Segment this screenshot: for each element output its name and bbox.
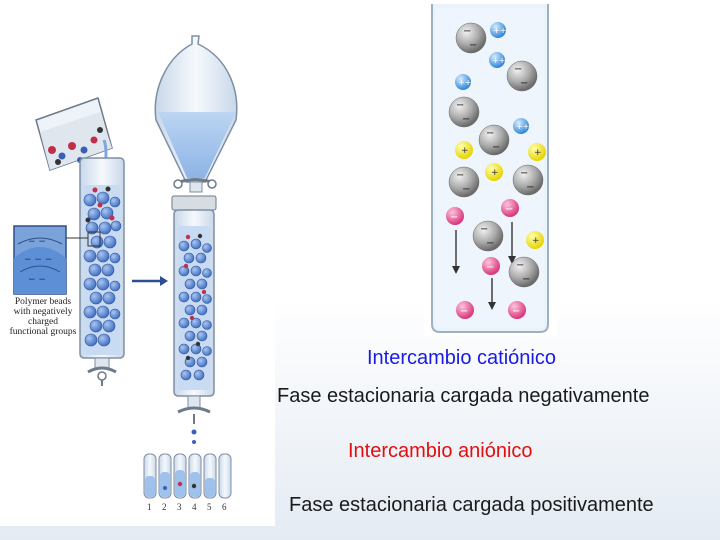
svg-text:−: −: [516, 260, 524, 271]
svg-text:−: −: [462, 184, 470, 195]
svg-text:++: ++: [493, 26, 506, 35]
svg-text:−: −: [520, 168, 528, 179]
negative-phase-caption: Fase estacionaria cargada negativamente: [277, 385, 650, 407]
svg-text:−: −: [526, 182, 534, 193]
svg-text:+: +: [461, 146, 469, 156]
svg-text:+: +: [491, 168, 499, 178]
bead-magnified-inset: − − − − − − −: [13, 225, 101, 295]
svg-text:−: −: [512, 306, 520, 317]
process-arrow: [132, 276, 168, 286]
svg-text:− −: − −: [28, 275, 46, 285]
svg-text:−: −: [522, 274, 530, 285]
blue-cations: [455, 22, 529, 134]
svg-text:−: −: [492, 142, 500, 153]
tube-number-4: 4: [192, 502, 197, 512]
svg-text:++: ++: [458, 78, 471, 87]
separatory-funnel: [154, 35, 238, 193]
pink-anion-signs: − − − − −: [450, 204, 520, 317]
svg-text:+: +: [534, 148, 542, 158]
bead-charge-signs: − − − − − − − − − − − − − − − −: [456, 26, 534, 285]
svg-text:−: −: [456, 100, 464, 111]
svg-text:−: −: [505, 204, 513, 215]
cation-exchange-caption: Intercambio catiónico: [367, 347, 556, 369]
pouring-beaker: [35, 97, 113, 176]
collection-tubes: [143, 453, 232, 499]
svg-text:++: ++: [516, 122, 529, 131]
polymer-beads-note: Polymer beads with negatively charged fu…: [9, 297, 77, 337]
svg-text:++: ++: [492, 56, 505, 65]
elution-column: [171, 195, 217, 444]
svg-text:−: −: [460, 306, 468, 317]
yellow-cations: [455, 141, 546, 249]
tube-number-3: 3: [177, 502, 182, 512]
svg-text:− − −: − − −: [24, 255, 52, 265]
svg-text:−: −: [462, 114, 470, 125]
svg-text:−: −: [469, 40, 477, 51]
svg-text:− −: − −: [28, 237, 46, 247]
svg-text:−: −: [486, 238, 494, 249]
packed-column: [79, 157, 125, 386]
pink-anions: [446, 199, 526, 319]
yellow-cation-signs: + + + +: [461, 146, 542, 246]
svg-text:−: −: [480, 224, 488, 235]
tube-number-5: 5: [207, 502, 212, 512]
tube-number-1: 1: [147, 502, 152, 512]
svg-text:−: −: [486, 128, 494, 139]
svg-text:−: −: [486, 262, 494, 273]
svg-text:−: −: [514, 64, 522, 75]
anion-exchange-caption: Intercambio aniónico: [348, 440, 533, 462]
blue-cation-signs: ++ ++ ++ ++: [458, 26, 529, 131]
tube-number-6: 6: [222, 502, 227, 512]
svg-text:+: +: [532, 236, 540, 246]
positive-phase-caption: Fase estacionaria cargada positivamente: [289, 494, 654, 516]
svg-text:−: −: [450, 212, 458, 223]
tube-number-2: 2: [162, 502, 167, 512]
negative-stationary-beads: [448, 22, 544, 288]
svg-text:−: −: [463, 26, 471, 37]
svg-text:−: −: [520, 78, 528, 89]
svg-text:−: −: [456, 170, 464, 181]
